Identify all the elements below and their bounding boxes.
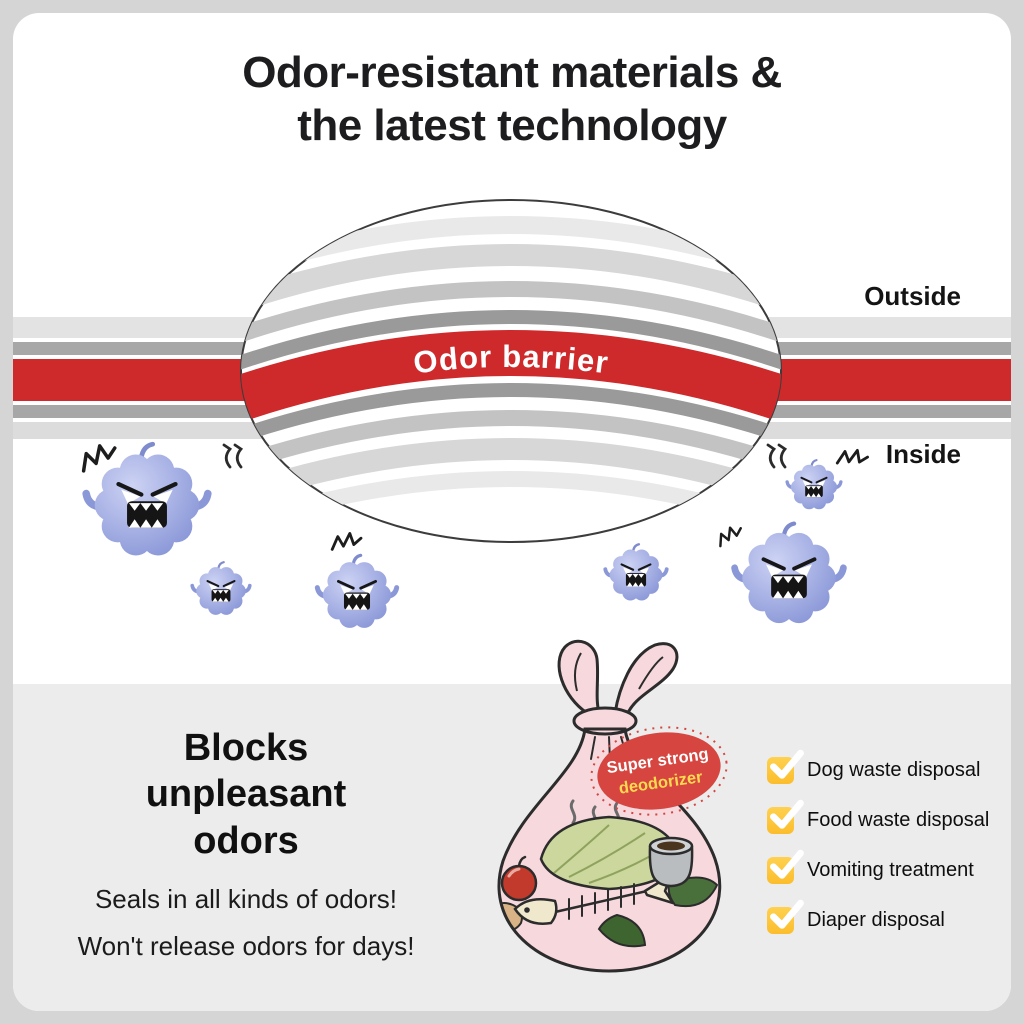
leaf-icon [597,913,647,948]
page-title-line2: the latest technology [297,100,727,150]
odor-monster [317,555,396,628]
svg-text:Odor barrier: Odor barrier [411,339,610,381]
fish-skeleton-icon [513,873,675,925]
benefit-text-block: Blocks unpleasant odors Seals in all kin… [23,713,469,962]
inside-label: Inside [886,439,961,469]
benefit-heading: Blocks unpleasant odors [23,725,469,864]
use-case-checklist: Dog waste disposal Food waste disposal V… [767,749,990,934]
checklist-item: Vomiting treatment [767,849,989,884]
checklist-item: Diaper disposal [767,899,989,934]
benefit-heading-line3: odors [193,819,299,862]
odor-rising-icon [222,443,243,469]
bag-ear-left [557,639,601,715]
tin-can-icon [648,836,694,888]
odor-barrier-diagram: Odor barrier Outside Inside [13,199,1011,1011]
startle-spark-icon [835,445,870,470]
checklist-label: Vomiting treatment [807,859,974,881]
benefit-subline-2: Won't release odors for days! [77,931,415,962]
page-title-line1: Odor-resistant materials & [242,48,782,97]
benefit-heading-line2: unpleasant [145,773,347,816]
checklist-label: Diaper disposal [807,909,945,931]
checkbox-icon [767,899,804,934]
odor-monster [86,444,208,555]
checkbox-icon [767,849,804,884]
odor-monster [735,524,844,624]
benefit-subline-1: Seals in all kinds of odors! [94,884,398,915]
apple-icon [500,864,538,902]
checklist-item: Food waste disposal [767,799,990,834]
outside-label: Outside [864,281,961,311]
checkbox-icon [767,749,804,784]
page: Odor-resistant materials & the latest te… [13,13,1011,1011]
startle-spark-icon [76,440,121,473]
startle-spark-icon [330,532,363,551]
odor-monster [785,458,843,511]
startle-spark-icon [714,523,746,548]
checkbox-icon [767,799,804,834]
benefit-heading-line1: Blocks [183,727,309,769]
odor-barrier-label: Odor barrier [411,339,609,381]
checklist-item: Dog waste disposal [767,749,989,784]
odor-monster [603,542,669,603]
checklist-label: Dog waste disposal [807,759,981,781]
page-title: Odor-resistant materials & the latest te… [13,47,1011,153]
odor-rising-icon [766,443,787,469]
garbage-bag-illustration: Super strong deodorizer [497,639,728,973]
odor-monster [190,560,252,617]
deodorizer-badge: Super strong deodorizer [590,726,728,816]
food-waste-illustration [498,799,719,948]
checklist-label: Food waste disposal [807,809,990,831]
